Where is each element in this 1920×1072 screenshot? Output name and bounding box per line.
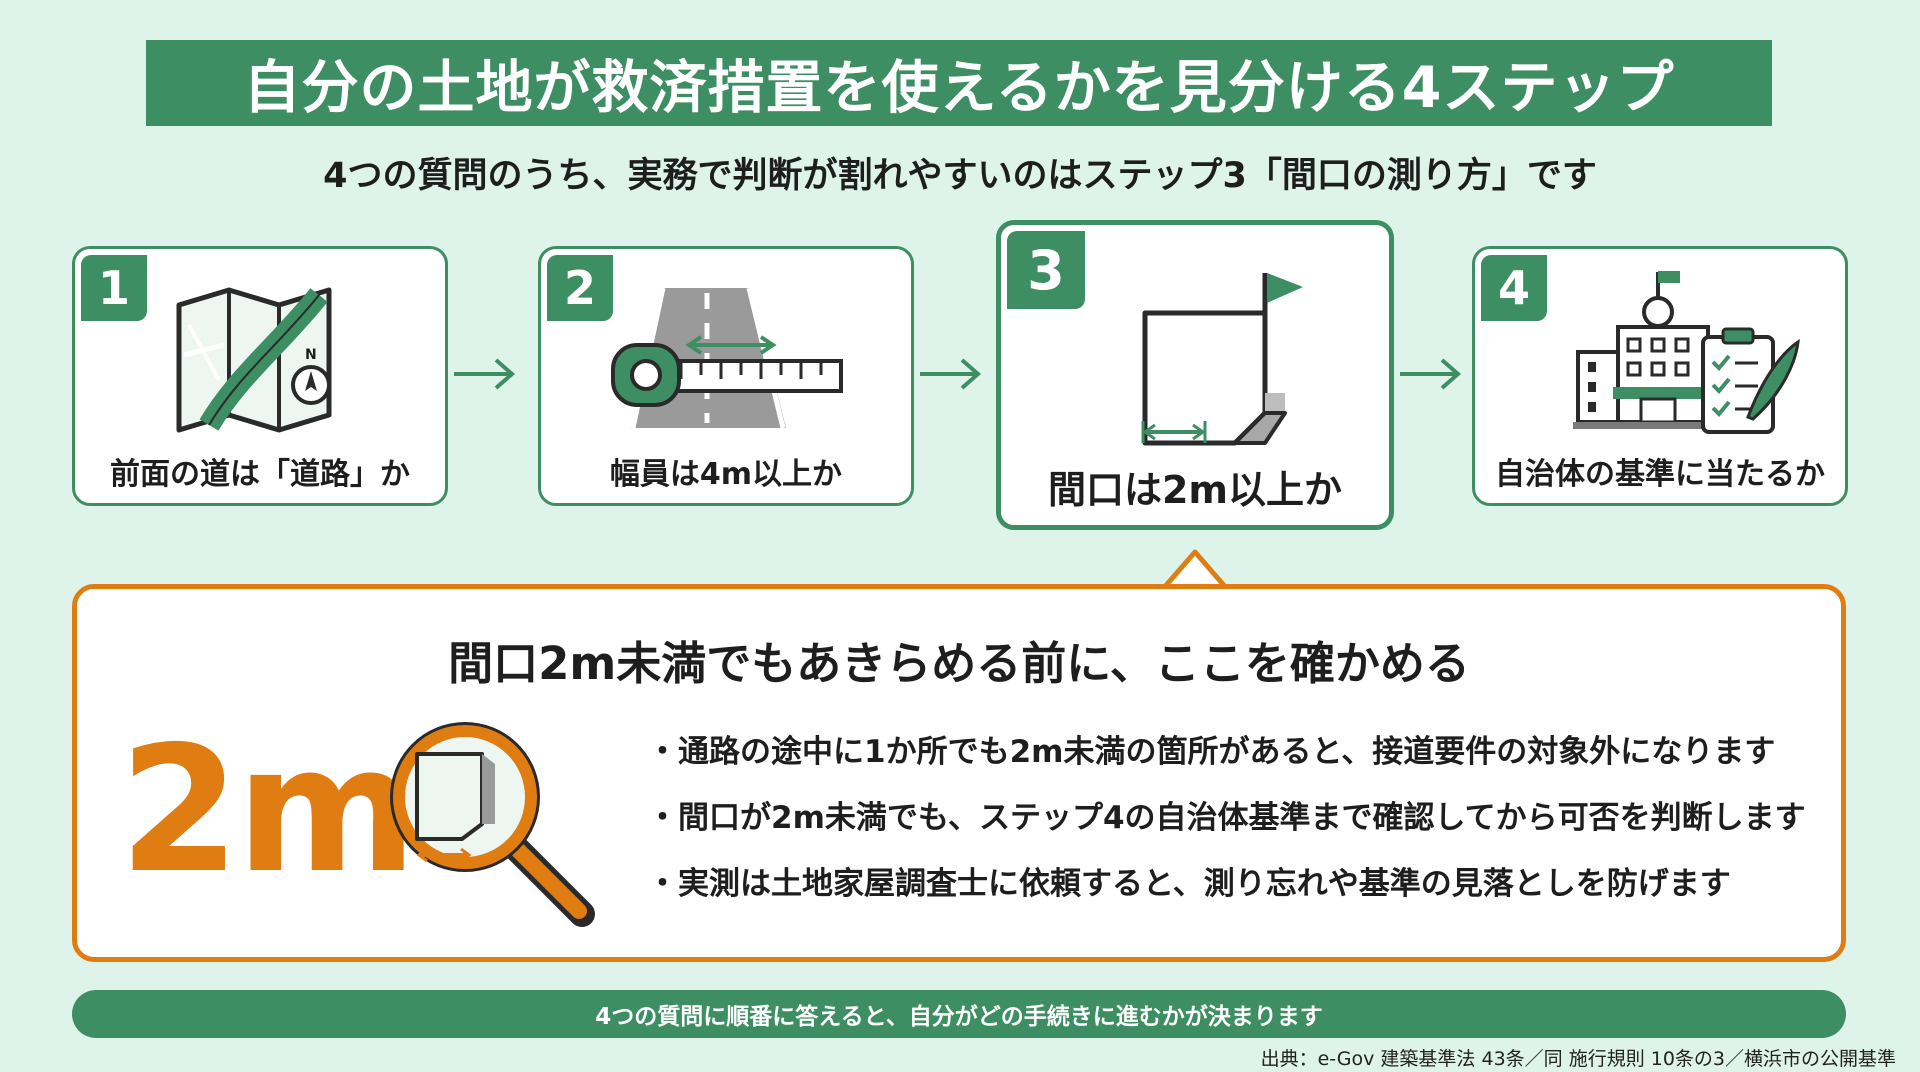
city-hall-checklist-icon [1573,271,1800,434]
road-tape-measure-icon [611,287,843,429]
step-number-3: 3 [1007,231,1085,309]
source-citation: 出典：e-Gov 建築基準法 43条／同 施行規則 10条の3／横浜市の公開基準 [1260,1048,1896,1070]
big-2m-value: 2m [119,709,417,912]
footer-text: 4つの質問に順番に答えると、自分がどの手続きに進むかが決まります [595,1004,1323,1030]
step-card-1: 1 N 前面の道は「道路」か [72,246,448,506]
list-item: 通路の途中に1か所でも2m未満の箇所があると、接道要件の対象外になります [647,719,1806,785]
width-dimension-icon [1141,421,1207,443]
arrow-right-icon [920,358,982,390]
step-label-1: 前面の道は「道路」か [110,457,410,492]
lot-flag-icon [1142,273,1303,446]
map-icon [176,287,332,433]
title-banner: 自分の土地が救済措置を使えるかを見分ける4ステップ [146,40,1772,126]
step-card-4: 4 自治体の基準に当たるか [1472,246,1848,506]
callout-bullet-list: 通路の途中に1か所でも2m未満の箇所があると、接道要件の対象外になります 間口が… [647,719,1806,917]
step-card-3: 3 間口は2m以上か [996,220,1394,530]
compass-north-label: N [305,347,317,363]
arrow-right-icon [1400,358,1462,390]
list-item: 間口が2m未満でも、ステップ4の自治体基準まで確認してから可否を判断します [647,785,1806,851]
page-title: 自分の土地が救済措置を使えるかを見分ける4ステップ [243,55,1675,121]
callout-panel: 間口2m未満でもあきらめる前に、ここを確かめる 2m 通路の途中に1か所でも2m… [72,584,1846,962]
step-label-3: 間口は2m以上か [1047,468,1343,512]
step-number-2: 2 [547,255,613,321]
step-card-2: 2 幅員は4m以上か [538,246,914,506]
step-label-2: 幅員は4m以上か [609,457,843,492]
callout-title: 間口2m未満でもあきらめる前に、ここを確かめる [448,637,1470,690]
magnifier-icon [390,722,595,927]
step-number-4: 4 [1481,255,1547,321]
step-number-1: 1 [81,255,147,321]
footer-banner: 4つの質問に順番に答えると、自分がどの手続きに進むかが決まります [72,990,1846,1038]
step-label-4: 自治体の基準に当たるか [1495,457,1825,492]
list-item: 実測は土地家屋調査士に依頼すると、測り忘れや基準の見落としを防げます [647,851,1806,917]
subtitle: 4つの質問のうち、実務で判断が割れやすいのはステップ3「間口の測り方」です [323,156,1597,196]
arrow-right-icon [454,358,516,390]
